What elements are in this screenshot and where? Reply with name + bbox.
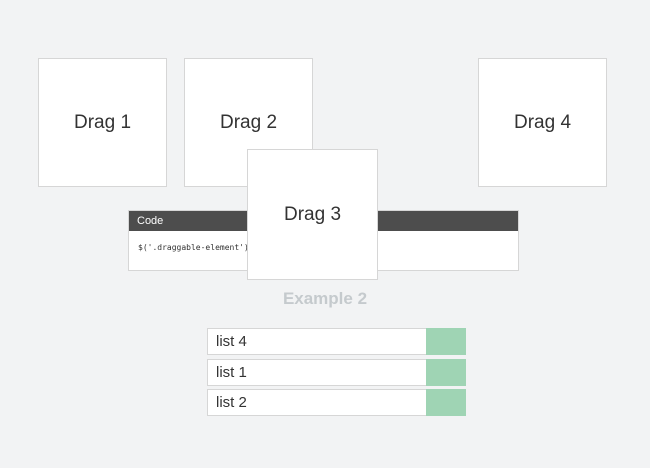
drag-handle[interactable] (426, 389, 466, 416)
draggable-box-3[interactable]: Drag 3 (247, 149, 378, 280)
draggable-box-label: Drag 2 (219, 111, 278, 133)
draggable-box-1[interactable]: Drag 1 (38, 58, 167, 187)
draggable-box-label: Drag 3 (283, 203, 342, 225)
drag-handle[interactable] (426, 328, 466, 355)
drag-handle[interactable] (426, 358, 466, 386)
example-title: Example 2 (282, 289, 368, 308)
list-item[interactable]: list 4 (207, 328, 466, 355)
list-item[interactable]: list 1 (207, 358, 466, 386)
list-item-label: list 4 (216, 333, 247, 350)
list-item-label: list 1 (216, 363, 247, 381)
list-item[interactable]: list 2 (207, 389, 466, 416)
draggable-box-4[interactable]: Drag 4 (478, 58, 607, 187)
code-snippet: $('.draggable-element').ar (138, 243, 264, 252)
draggable-box-label: Drag 4 (513, 111, 572, 133)
sortable-list: list 4 list 1 list 2 (207, 328, 466, 420)
list-item-label: list 2 (216, 394, 247, 411)
draggable-box-label: Drag 1 (73, 111, 132, 133)
